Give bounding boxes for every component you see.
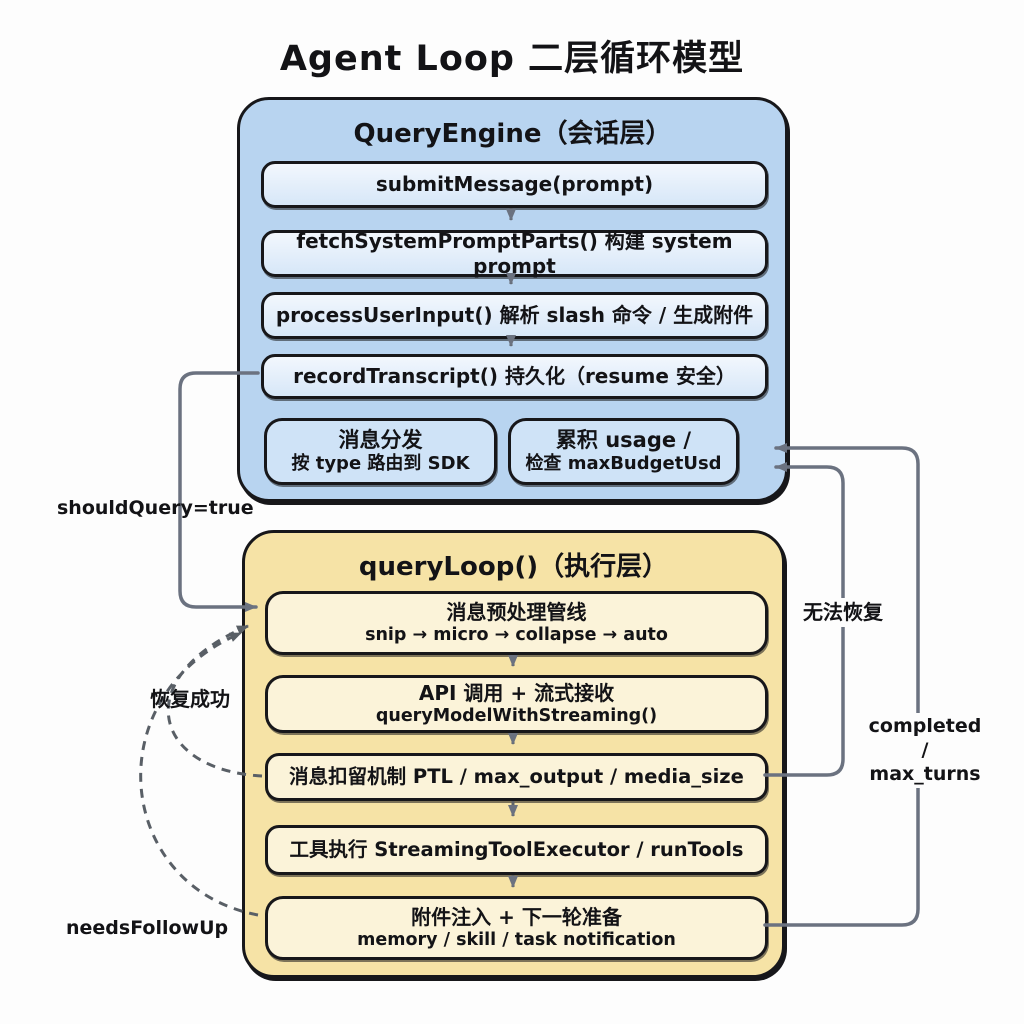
node-usage-budget-line1: 累积 usage / (555, 428, 692, 453)
node-message-withholding: 消息扣留机制 PTL / max_output / media_size (265, 753, 768, 801)
diagram-title: Agent Loop 二层循环模型 (279, 39, 745, 79)
label-completed-max-turns: completed / max_turns (858, 713, 992, 789)
query-engine-panel: QueryEngine（会话层） submitMessage(prompt) f… (237, 97, 788, 502)
query-engine-header: QueryEngine（会话层） (353, 119, 672, 149)
node-message-dispatch-line1: 消息分发 (338, 428, 423, 453)
label-unrecoverable: 无法恢复 (797, 598, 889, 627)
node-preprocess-pipeline: 消息预处理管线 snip → micro → collapse → auto (265, 591, 768, 655)
node-attachment-line1: 附件注入 + 下一轮准备 (411, 904, 622, 929)
node-submit-message: submitMessage(prompt) (261, 161, 768, 208)
node-record-transcript-label: recordTranscript() 持久化（resume 安全） (293, 364, 736, 388)
node-tool-execution-label: 工具执行 StreamingToolExecutor / runTools (289, 837, 744, 861)
node-message-dispatch: 消息分发 按 type 路由到 SDK (264, 418, 497, 485)
node-preprocess-line1: 消息预处理管线 (446, 599, 587, 624)
node-api-streaming: API 调用 + 流式接收 queryModelWithStreaming() (265, 675, 768, 733)
edge-needs-follow-up (139, 631, 259, 917)
label-completed-line1: completed / (868, 715, 982, 761)
node-process-user-input: processUserInput() 解析 slash 命令 / 生成附件 (261, 292, 768, 339)
node-tool-execution: 工具执行 StreamingToolExecutor / runTools (265, 825, 768, 875)
label-needs-follow-up: needsFollowUp (66, 917, 229, 939)
node-message-dispatch-line2: 按 type 路由到 SDK (291, 453, 470, 475)
query-loop-panel: queryLoop()（执行层） 消息预处理管线 snip → micro → … (242, 530, 785, 978)
node-attachment-line2: memory / skill / task notification (357, 929, 676, 950)
node-usage-budget: 累积 usage / 检查 maxBudgetUsd (508, 418, 739, 485)
label-completed-line2: max_turns (869, 762, 981, 785)
query-loop-header: queryLoop()（执行层） (358, 552, 669, 582)
node-api-streaming-line2: queryModelWithStreaming() (375, 705, 658, 726)
edge-completed-max-turns (763, 443, 920, 927)
node-usage-budget-line2: 检查 maxBudgetUsd (525, 453, 722, 475)
node-fetch-system-prompt-label: fetchSystemPromptParts() 构建 system promp… (296, 228, 733, 278)
label-recovery-success: 恢复成功 (150, 687, 230, 711)
node-api-streaming-line1: API 调用 + 流式接收 (418, 680, 615, 705)
node-preprocess-line2: snip → micro → collapse → auto (365, 624, 668, 645)
node-fetch-system-prompt: fetchSystemPromptParts() 构建 system promp… (261, 228, 768, 278)
label-should-query: shouldQuery=true (57, 497, 254, 519)
node-process-user-input-label: processUserInput() 解析 slash 命令 / 生成附件 (275, 303, 754, 327)
node-submit-message-label: submitMessage(prompt) (375, 172, 654, 196)
node-record-transcript: recordTranscript() 持久化（resume 安全） (261, 354, 768, 399)
node-message-withholding-label: 消息扣留机制 PTL / max_output / media_size (289, 764, 744, 788)
node-attachment-next-turn: 附件注入 + 下一轮准备 memory / skill / task notif… (265, 896, 768, 960)
